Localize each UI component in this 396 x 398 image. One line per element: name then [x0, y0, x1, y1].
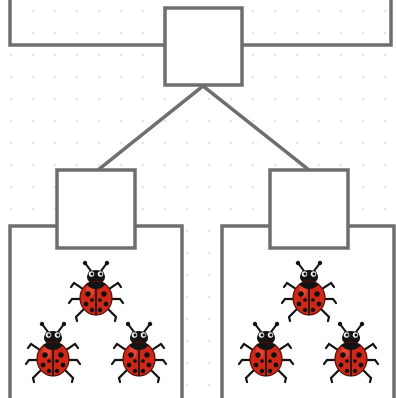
connector-left — [96, 84, 205, 172]
top-number-box[interactable] — [163, 6, 244, 87]
top-frame-right — [242, 0, 393, 47]
connector-right — [201, 84, 311, 172]
right-number-box[interactable] — [268, 168, 350, 250]
left-number-box[interactable] — [55, 168, 137, 250]
top-frame-left — [8, 0, 165, 47]
